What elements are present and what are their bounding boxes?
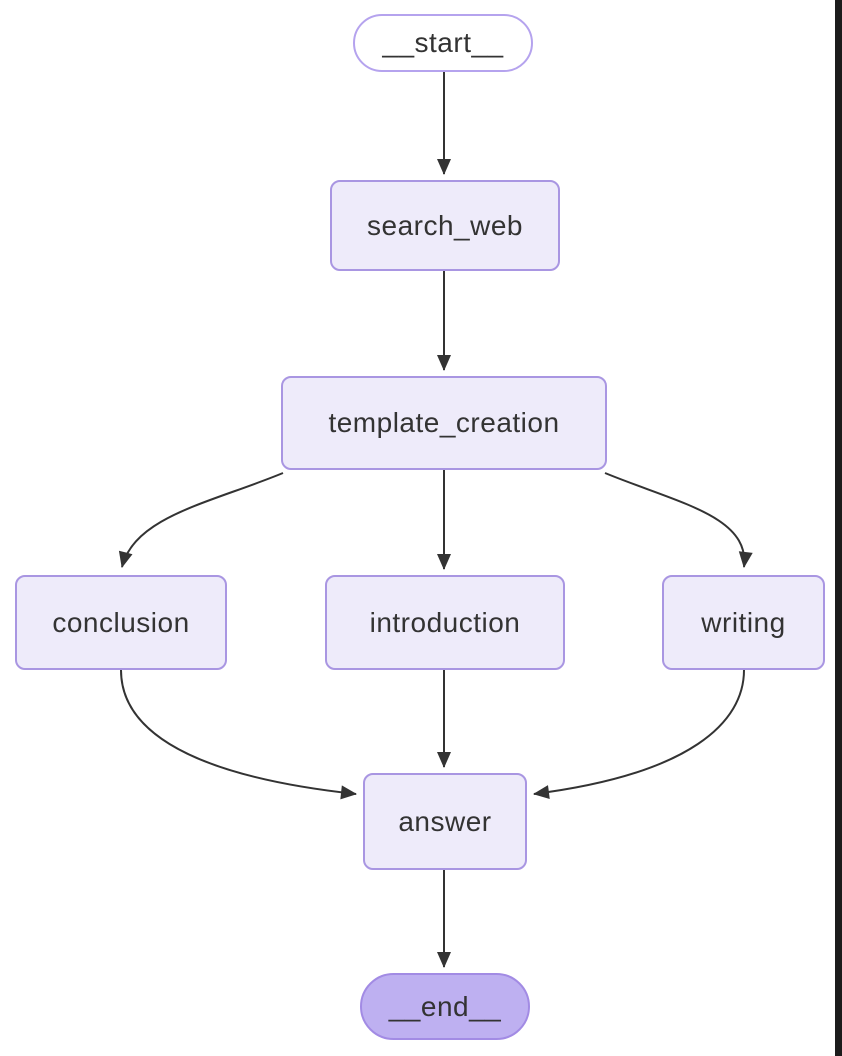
- edge-writing-answer: [533, 669, 745, 800]
- node-answer: answer: [363, 773, 527, 870]
- node-template-creation: template_creation: [281, 376, 607, 470]
- edge-template_creation-writing: [604, 472, 753, 568]
- node-conclusion-label: conclusion: [52, 606, 190, 638]
- node-writing: writing: [662, 575, 825, 670]
- node-start: __start__: [353, 14, 533, 72]
- node-introduction: introduction: [325, 575, 565, 670]
- edge-template_creation-conclusion: [118, 472, 284, 568]
- node-template-creation-label: template_creation: [328, 407, 560, 438]
- node-introduction-label: introduction: [369, 606, 521, 638]
- node-answer-label: answer: [398, 805, 492, 837]
- node-conclusion: conclusion: [15, 575, 227, 670]
- node-search-web-label: search_web: [367, 209, 523, 241]
- node-end: __end__: [360, 973, 530, 1040]
- edge-conclusion-answer: [120, 669, 357, 800]
- node-search-web: search_web: [330, 180, 560, 271]
- node-writing-label: writing: [701, 606, 786, 638]
- node-end-label: __end__: [388, 990, 502, 1022]
- window-edge-bar: [835, 0, 842, 1056]
- node-start-label: __start__: [382, 27, 504, 58]
